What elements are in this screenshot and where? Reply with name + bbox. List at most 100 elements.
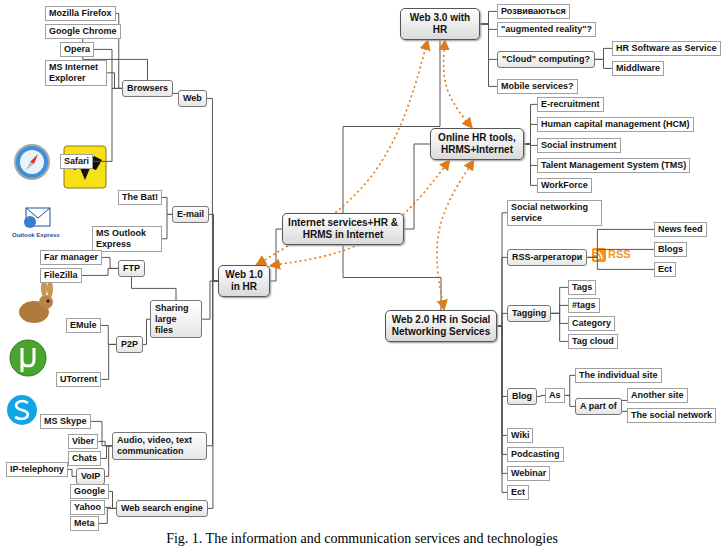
branch-box: VoIP (76, 468, 105, 485)
node-text: "Cloud" computing? (502, 54, 590, 65)
relation-arrow (444, 40, 473, 128)
branch-line (68, 469, 76, 476)
branch-line (524, 124, 537, 144)
rss-icon (592, 248, 606, 262)
topic-box: Web 1.0 in HR (218, 265, 270, 297)
leaf-box: Tag cloud (568, 334, 618, 349)
branch-box: E-mail (172, 206, 209, 223)
leaf-box: MS Outlook Express (92, 226, 162, 252)
leaf-box: Webinar (507, 466, 550, 481)
branch-line (497, 213, 507, 326)
branch-box: P2P (116, 336, 143, 353)
branch-line (82, 268, 118, 275)
icon-text: Outlook Express (12, 232, 60, 238)
branch-line (404, 144, 430, 229)
branch-line (595, 48, 612, 59)
leaf-box: Opera (60, 42, 94, 57)
branch-box: Web (178, 90, 207, 107)
branch-box: "Cloud" computing? (497, 51, 595, 68)
node-text: FileZilla (44, 270, 78, 281)
leaf-box: Talent Management System (TMS) (537, 158, 690, 173)
node-text: Blog (512, 391, 532, 402)
branch-line (101, 446, 112, 459)
branch-line (551, 287, 568, 313)
node-text: The social network (631, 410, 712, 421)
branch-line (162, 197, 172, 214)
leaf-box: Social networking service (507, 200, 602, 226)
node-text: Viber (72, 436, 94, 447)
leaf-box: Google Chrome (45, 24, 121, 39)
leaf-box: HR Software as Service (612, 41, 721, 56)
node-text: Opera (64, 44, 90, 55)
branch-line (343, 40, 440, 213)
node-text: E-recruitment (541, 99, 600, 110)
leaf-box: Safari (60, 154, 93, 169)
branch-line (208, 281, 218, 508)
node-text: Mobile services? (501, 81, 574, 92)
leaf-box: Far manager (40, 250, 102, 265)
node-text: Sharing large files (155, 303, 197, 335)
node-text: MS Skype (44, 416, 87, 427)
leaf-box: Category (568, 316, 615, 331)
node-text: Browsers (127, 83, 168, 94)
node-text: FTP (123, 263, 140, 274)
leaf-box: WorkForce (537, 178, 592, 193)
node-text: Ect (658, 264, 672, 275)
node-text: Category (572, 318, 611, 329)
node-text: RSS-агрегатори (512, 252, 582, 263)
branch-box: A part of (575, 398, 622, 415)
branch-box: Browsers (122, 80, 173, 97)
topic-box: Online HR tools, HRMS+Internet (430, 128, 524, 160)
branch-line (202, 281, 218, 319)
branch-line (101, 325, 116, 344)
node-text: Audio, video, text communication (117, 435, 202, 457)
branch-line (565, 395, 575, 406)
topic-box: Web 2.0 HR in Social Networking Services (385, 310, 497, 342)
node-text: Mozilla Firefox (49, 8, 112, 19)
leaf-box: As (545, 388, 565, 403)
node-text: Far manager (44, 252, 98, 263)
leaf-box: FileZilla (40, 268, 82, 283)
branch-line (524, 144, 537, 185)
branch-line (207, 98, 218, 281)
branch-box: Web search engine (116, 500, 208, 517)
topic-box: Web 3.0 with HR (400, 8, 480, 40)
branch-line (98, 441, 112, 445)
branch-line (101, 344, 116, 379)
node-text: Google (74, 486, 105, 497)
leaf-box: MS Internet Explorer (45, 60, 107, 86)
leaf-box: Ect (654, 262, 676, 277)
icon-text: RSS (608, 248, 631, 260)
figure-caption: Fig. 1. The information and communicatio… (0, 531, 724, 547)
relation-arrow (256, 40, 428, 265)
node-text: Web 2.0 HR in Social Networking Services (390, 314, 492, 338)
node-text: The individual site (579, 370, 658, 381)
leaf-box: Tags (568, 280, 596, 295)
branch-box: Sharing large files (150, 300, 202, 338)
node-text: Tagging (512, 308, 546, 319)
node-text: Podcasting (511, 449, 560, 460)
leaf-box: #tags (568, 298, 600, 313)
node-text: Web (183, 93, 202, 104)
node-text: IP-telephony (10, 464, 64, 475)
node-text: "augmented reality"? (501, 24, 592, 35)
leaf-box: Google (70, 484, 109, 499)
node-text: Web search engine (121, 503, 203, 514)
node-text: A part of (580, 401, 617, 412)
branch-line (480, 11, 497, 24)
node-text: Google Chrome (49, 26, 117, 37)
leaf-box: The social network (627, 408, 716, 423)
leaf-box: The individual site (575, 368, 662, 383)
topic-box: Internet services+HR & HRMS in Internet (282, 213, 404, 245)
node-text: News feed (658, 224, 703, 235)
leaf-box: News feed (654, 222, 707, 237)
node-text: #tags (572, 300, 596, 311)
node-text: Wiki (511, 430, 529, 441)
node-text: Web 1.0 in HR (223, 269, 265, 293)
branch-line (343, 245, 441, 310)
relation-arrow (437, 160, 474, 310)
branch-box: FTP (118, 260, 145, 277)
node-text: Ect (511, 487, 525, 498)
node-text: MS Outlook Express (96, 228, 158, 250)
branch-line (162, 214, 172, 238)
